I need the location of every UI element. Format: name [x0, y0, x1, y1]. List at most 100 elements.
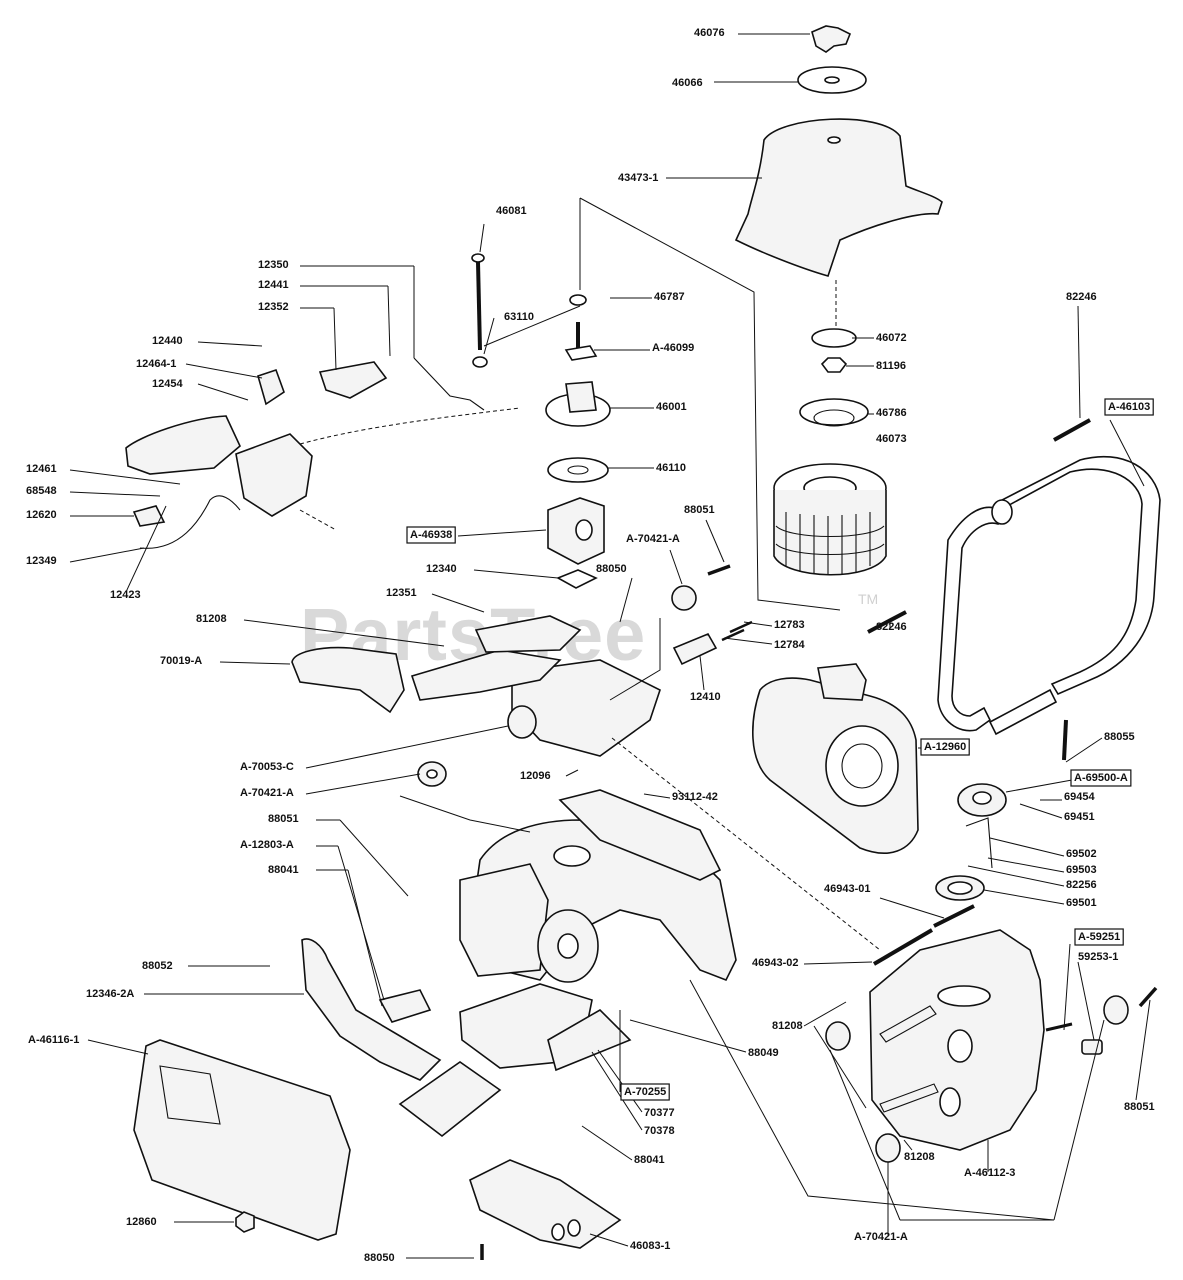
part-label: 12860: [126, 1216, 157, 1228]
oil-pump-a-59251: [1045, 995, 1129, 1055]
part-label: 46001: [656, 401, 687, 413]
part-label: A-46112-3: [964, 1167, 1015, 1179]
starter-housing-a-12960: [752, 663, 919, 854]
part-label: 69502: [1066, 848, 1097, 860]
gasket-46072: [811, 328, 857, 348]
part-label: 63110: [504, 311, 534, 323]
gasket-46110: [547, 457, 609, 483]
bushing-a-70421-a-top: [671, 585, 697, 611]
boxed-part-label: A-59251: [1074, 928, 1124, 946]
boxed-part-label: A-46103: [1104, 398, 1154, 416]
part-label: 12350: [258, 259, 289, 271]
screw-88051-top: [707, 564, 731, 576]
spring-69501: [935, 875, 985, 901]
boxed-part-label: A-69500-A: [1070, 769, 1132, 787]
part-label: 46076: [694, 27, 725, 39]
bushing-a-70421-a-left: [417, 761, 447, 787]
part-label: 88050: [596, 563, 627, 575]
boxed-part-label-frame: [406, 526, 456, 544]
bracket-12464-1: [257, 368, 285, 406]
skid-plate-46083-1: [469, 1159, 622, 1249]
gasket-12340: [556, 569, 598, 589]
chain-brake-plate-a-70255: [459, 983, 632, 1072]
part-label: 12410: [690, 691, 721, 703]
part-label: 46072: [876, 332, 907, 344]
part-label: 12351: [386, 587, 417, 599]
part-number-labels: 460764606643473-146081123501244112352631…: [26, 27, 1155, 1264]
part-label: 82256: [1066, 879, 1097, 891]
cover-a-46116-1: [133, 1039, 351, 1241]
part-label: 82246: [876, 621, 907, 633]
part-label: 43473-1: [618, 172, 658, 184]
part-label: 88051: [684, 504, 715, 516]
boxed-part-label: A-46938: [406, 526, 456, 544]
part-label: A-46099: [652, 342, 694, 354]
boxed-part-label-text: A-70255: [624, 1086, 666, 1098]
air-filter-element-46073: [773, 463, 887, 576]
washer-46787: [569, 294, 587, 306]
part-label: 88051: [268, 813, 299, 825]
washer-46066: [797, 66, 867, 94]
part-label: 88049: [748, 1047, 779, 1059]
screw-88051-right: [1138, 986, 1158, 1008]
part-label: 46081: [496, 205, 527, 217]
throttle-cable-12349: [139, 495, 241, 549]
pawl-69502: [965, 817, 993, 869]
part-label: 12352: [258, 301, 289, 313]
boxed-part-label-text: A-59251: [1078, 931, 1120, 943]
part-label: 12096: [520, 770, 551, 782]
bearing-46943-02: [872, 928, 934, 966]
part-label: 12340: [426, 563, 457, 575]
part-label: 46943-01: [824, 883, 871, 895]
bushing-a-70421-a-lower-2: [875, 1133, 901, 1163]
bracket-12620: [132, 505, 166, 527]
part-label: 88050: [364, 1252, 395, 1264]
part-label: 88041: [634, 1154, 665, 1166]
part-label: 88052: [142, 960, 173, 972]
part-label: 69501: [1066, 897, 1097, 909]
air-filter-cover-43473-1: [734, 118, 943, 277]
chain-guard-a-12803-a: [378, 989, 432, 1023]
crankcase-a-46112-3: [869, 929, 1045, 1151]
part-label: A-12803-A: [240, 839, 294, 851]
part-label: 59253-1: [1078, 951, 1118, 963]
boxed-part-label-frame: [1074, 928, 1124, 946]
part-label: 69503: [1066, 864, 1097, 876]
part-label: A-70053-C: [240, 761, 294, 773]
part-label: 12783: [774, 619, 805, 631]
air-filter-knob-46076: [811, 25, 852, 53]
part-label: 70377: [644, 1107, 675, 1119]
part-label: 88051: [1124, 1101, 1155, 1113]
part-label: 12441: [258, 279, 289, 291]
throttle-handle-left: [125, 415, 313, 517]
tube-12410: [672, 632, 718, 666]
nut-12860: [235, 1211, 255, 1233]
bearing-46943-01: [933, 904, 975, 928]
part-label: 88041: [268, 864, 299, 876]
handle-housing: [410, 649, 661, 757]
part-label: 46110: [656, 462, 686, 474]
part-label: 12454: [152, 378, 183, 390]
engine-cylinder: [459, 789, 737, 982]
part-label: 46787: [654, 291, 685, 303]
part-label: 12784: [774, 639, 805, 651]
boxed-part-label-frame: [1070, 769, 1132, 787]
part-label: 46943-02: [752, 957, 799, 969]
part-label: 70019-A: [160, 655, 202, 667]
part-label: 46083-1: [630, 1240, 670, 1252]
part-label: 81208: [904, 1151, 935, 1163]
carb-adapter-46001: [545, 381, 611, 427]
trigger-12351: [474, 615, 582, 653]
boxed-part-label: A-70255: [620, 1083, 670, 1101]
part-label: 82246: [1066, 291, 1097, 303]
bar-12346-2a: [301, 938, 442, 1081]
boxed-part-label-text: A-46103: [1108, 401, 1150, 413]
grip-70019-a: [291, 646, 405, 714]
part-label: 12346-2A: [86, 988, 134, 1000]
boxed-part-label-frame: [1104, 398, 1154, 416]
part-label: 12620: [26, 509, 57, 521]
carburetor-a-46938: [547, 497, 605, 565]
screw-88055: [1062, 719, 1068, 761]
part-label: A-70421-A: [854, 1231, 908, 1243]
